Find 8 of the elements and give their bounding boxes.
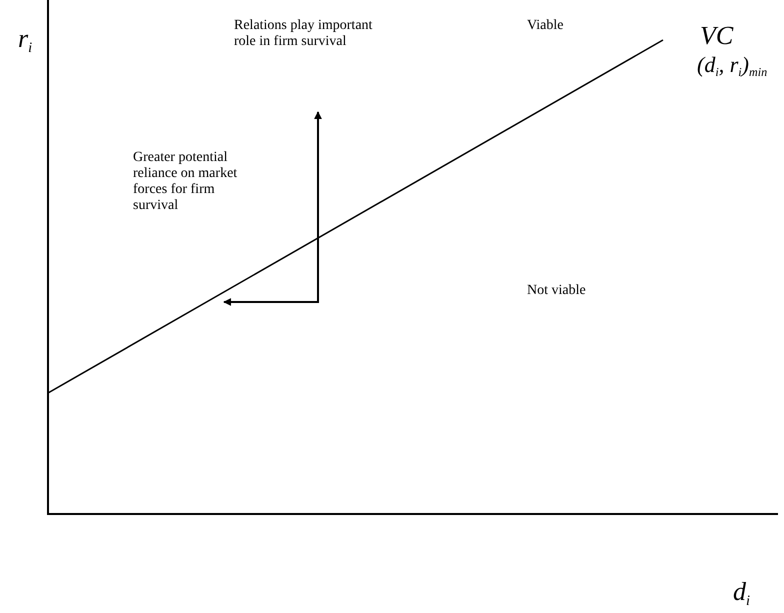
axis-label: d$_{i}$	[733, 577, 751, 611]
axis-label: r$_{i}$	[18, 24, 34, 58]
annotation-text: Greater potential reliance on market forces for firm survival	[133, 150, 238, 214]
curve-label: (d$_{i}$, r$_{i}$)$_{min}$	[697, 52, 768, 82]
region-label: Viable	[527, 18, 564, 34]
region-label: Not viable	[527, 283, 587, 299]
annotation-text: Relations play important role in firm survival	[234, 18, 374, 50]
curve-label: VC	[700, 21, 734, 51]
